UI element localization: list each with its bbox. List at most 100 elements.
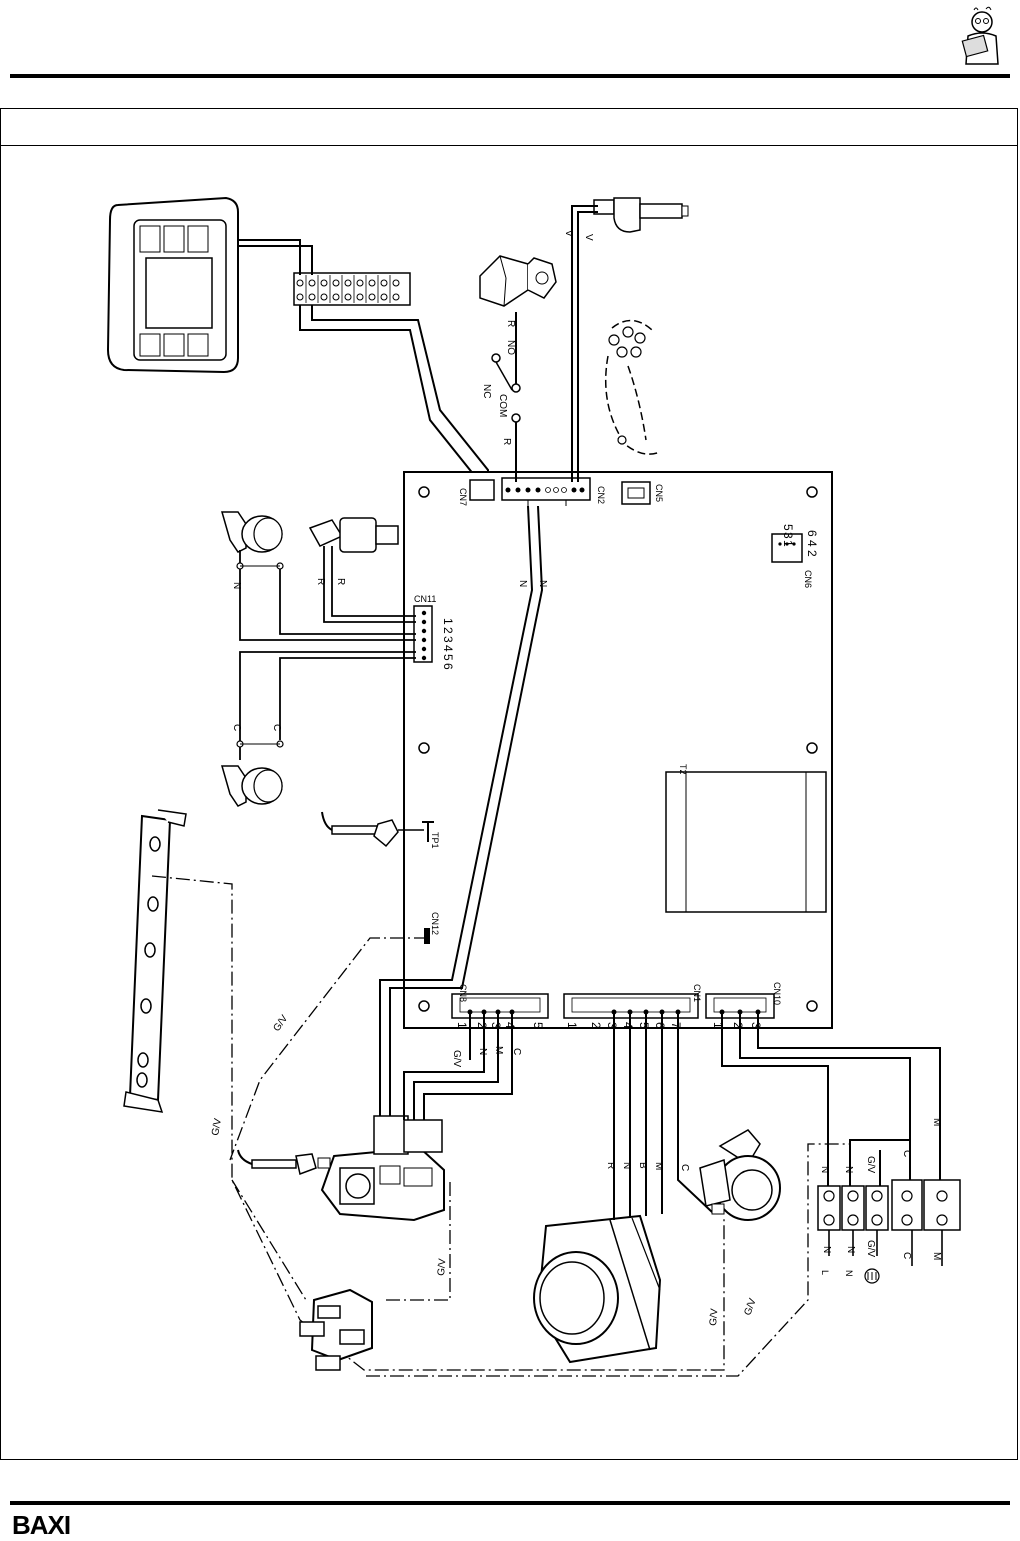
wire-label-term-gv: G/V <box>865 1156 876 1174</box>
wires-to-cn11 <box>239 546 416 760</box>
wire-label-ntc-c1: C <box>231 724 242 731</box>
cn11-pin-2: 2 <box>441 627 455 634</box>
wire-label-gv-loop3: G/V <box>436 1258 448 1276</box>
cn6-pin-6: 6 <box>805 530 819 537</box>
wire-label-term-gv-out: G/V <box>865 1240 876 1258</box>
cn6-pin-2: 2 <box>805 550 819 557</box>
burner-bar <box>123 809 187 1113</box>
spark-generator <box>299 1288 373 1371</box>
ignition-electrode-low <box>237 1149 331 1176</box>
cn10-pin-1: 1 <box>711 1022 725 1029</box>
wire-label-ntc-n: N <box>231 582 242 589</box>
cn6-pin-1: 1 <box>781 540 795 547</box>
cn8-pin-4: 4 <box>503 1022 517 1029</box>
fan-motor <box>533 1214 662 1364</box>
cn10-pin-3: 3 <box>749 1022 763 1029</box>
wire-label-gv-loop5: G/V <box>742 1297 758 1317</box>
control-panel-display <box>106 196 239 374</box>
gas-valve <box>320 1115 445 1222</box>
wire-label-no: NO <box>505 340 516 355</box>
cn1-to-fan <box>613 1012 713 1220</box>
circulation-pump <box>699 1129 781 1221</box>
terminal-strip-top <box>293 272 411 306</box>
wire-label-n1: N <box>517 580 528 587</box>
cn10-to-mains <box>721 1012 941 1186</box>
terminal-live-label: L <box>820 1270 830 1275</box>
wire-label-term-m-out: M <box>931 1252 942 1260</box>
cn1-pin-6: 6 <box>653 1022 667 1029</box>
switch-contacts <box>491 312 521 482</box>
label-cn6: CN6 <box>803 570 813 588</box>
wire-label-motor-r: R <box>605 1162 616 1169</box>
label-cn11: CN11 <box>414 594 436 604</box>
cn8-to-gas-valve <box>403 1012 513 1120</box>
label-cn2: CN2 <box>596 486 606 504</box>
label-tp1: TP1 <box>430 832 440 849</box>
cn11-pin-3: 3 <box>441 636 455 643</box>
wire-label-r-switch: R <box>505 320 516 327</box>
wire-label-nc: NC <box>481 384 492 398</box>
cn1-pin-1: 1 <box>565 1022 579 1029</box>
label-cn7: CN7 <box>458 488 468 506</box>
label-cn1: CN1 <box>692 984 702 1002</box>
header-rule <box>10 74 1010 78</box>
cn6-pin-4: 4 <box>805 540 819 547</box>
cn6-pin-5: 5 <box>781 524 795 531</box>
footer-rule <box>10 1501 1010 1505</box>
cn10-pin-2: 2 <box>731 1022 745 1029</box>
cn6-pin-3: 3 <box>781 532 795 539</box>
cn1-pin-4: 4 <box>621 1022 635 1029</box>
cn11-pin-1: 1 <box>441 618 455 625</box>
wire-label-term-n2: N <box>843 1166 854 1173</box>
cn1-pin-5: 5 <box>637 1022 651 1029</box>
wire-label-n2: N <box>537 580 548 587</box>
cn8-pin-5: 5 <box>531 1022 545 1029</box>
limit-thermostat-top <box>221 511 283 553</box>
wire-label-gv-loop4: G/V <box>708 1308 720 1326</box>
wire-label-ntc-r2: R <box>335 578 346 585</box>
wire-label-v1: V <box>563 230 574 237</box>
cn1-pin-7: 7 <box>669 1022 683 1029</box>
cable-cn4-to-gas-valve <box>379 505 544 1120</box>
label-cn5: CN5 <box>654 484 664 502</box>
diagram-frame <box>0 108 1018 1460</box>
cn8-pin-3: 3 <box>489 1022 503 1029</box>
wire-label-motor-n: N <box>621 1162 632 1169</box>
cn8-pin-1: 1 <box>455 1022 469 1029</box>
limit-thermostat-bottom <box>221 765 283 807</box>
label-cn12: CN12 <box>430 912 440 935</box>
wire-label-c-valve: C <box>511 1048 522 1055</box>
wire-label-m-valve: M <box>493 1046 504 1054</box>
terminal-neutral-label: N <box>844 1270 854 1277</box>
wire-label-ntc-c2: C <box>271 724 282 731</box>
label-cn10: CN10 <box>772 982 782 1005</box>
wire-label-com: COM <box>497 394 508 417</box>
wire-label-term-n2-out: N <box>845 1246 856 1253</box>
wire-label-r-com: R <box>501 438 512 445</box>
label-cn8: CN8 <box>458 984 468 1002</box>
earth-symbol-icon <box>864 1268 880 1284</box>
baxi-logo: BAXI <box>12 1510 71 1540</box>
pressure-switch <box>479 255 557 307</box>
wire-label-gv-valve: G/V <box>451 1050 462 1068</box>
mains-terminal-block <box>817 1179 961 1266</box>
cn1-pin-3: 3 <box>605 1022 619 1029</box>
reading-mascot-icon <box>961 6 999 65</box>
wire-label-term-n1-out: N <box>821 1246 832 1253</box>
wire-label-term-n1: N <box>819 1166 830 1173</box>
wire-label-pump-c: C <box>679 1164 690 1171</box>
wire-label-gv-loop1: G/V <box>271 1013 290 1034</box>
wire-label-gv-loop2: G/V <box>210 1117 224 1136</box>
label-t2: T2 <box>678 764 688 775</box>
cn11-pin-4: 4 <box>441 645 455 652</box>
wire-label-term-c-out: C <box>901 1252 912 1259</box>
cn1-pin-2: 2 <box>589 1022 603 1029</box>
cn11-pin-6: 6 <box>441 663 455 670</box>
wire-label-term-c: C <box>901 1150 912 1157</box>
wire-label-motor-b: B <box>637 1162 648 1169</box>
cn11-pin-5: 5 <box>441 654 455 661</box>
wire-label-v2: V <box>583 234 594 241</box>
wire-label-ntc-r1: R <box>315 578 326 585</box>
flow-sensor-top <box>593 197 689 233</box>
